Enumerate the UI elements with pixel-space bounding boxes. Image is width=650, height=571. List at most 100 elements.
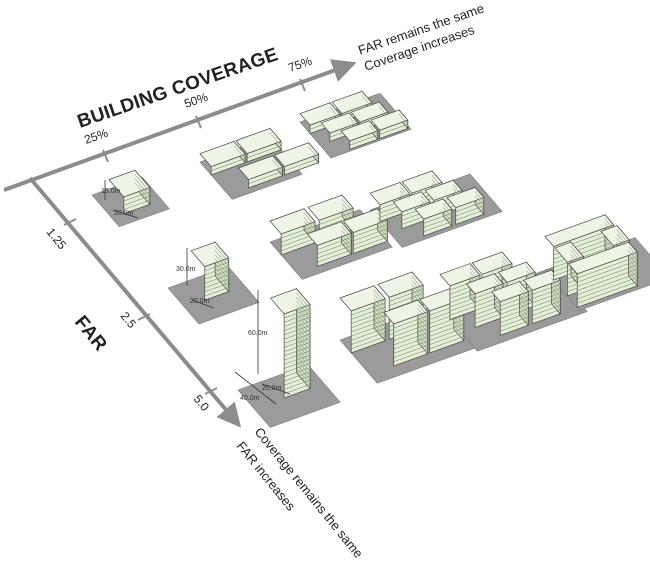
building-roof xyxy=(544,214,615,247)
building-roof xyxy=(383,299,429,325)
coverage-axis-title: BUILDING COVERAGE xyxy=(75,44,281,133)
floor-line xyxy=(319,203,354,229)
far-tick-label: 5.0 xyxy=(191,392,213,414)
floor-line xyxy=(500,310,529,332)
building-block xyxy=(269,287,311,399)
floor-line xyxy=(353,225,388,250)
floor-line xyxy=(577,271,638,304)
coverage-axis-line xyxy=(3,59,357,192)
floor-line xyxy=(284,334,311,361)
floor-line xyxy=(423,211,453,232)
floor-line xyxy=(248,159,283,184)
floor-line xyxy=(284,305,311,331)
floor-line xyxy=(500,294,529,315)
floor-line xyxy=(532,286,561,308)
far-tick-mark xyxy=(137,313,151,321)
floor-line xyxy=(429,324,465,349)
floor-line xyxy=(455,199,485,221)
coverage-tick-mark xyxy=(299,78,306,92)
building-block xyxy=(238,154,284,189)
floor-line xyxy=(393,304,429,329)
building-blocks xyxy=(108,90,638,399)
coverage-tick-label: 75% xyxy=(286,54,314,75)
floor-line xyxy=(393,329,429,354)
floor-line xyxy=(577,262,638,296)
far-tick-label: 2.5 xyxy=(118,309,140,331)
floor-line xyxy=(284,301,311,327)
floor-line xyxy=(123,178,151,206)
far-axis-note: Coverage remains the same xyxy=(252,424,366,560)
floor-line xyxy=(500,289,529,311)
far-tick-mark xyxy=(204,387,218,395)
floor-line xyxy=(317,234,352,259)
floor-line xyxy=(317,229,352,255)
floor-line xyxy=(123,174,151,202)
building-roof xyxy=(471,251,513,275)
building-roof xyxy=(392,191,431,213)
floor-line xyxy=(351,302,386,328)
floor-line xyxy=(351,314,386,341)
floor-line xyxy=(500,302,529,323)
floor-line xyxy=(429,320,465,345)
floor-line xyxy=(351,289,386,316)
building-roof xyxy=(340,120,379,142)
floor-line xyxy=(204,246,230,272)
building-block xyxy=(306,220,352,267)
floor-line xyxy=(284,292,311,319)
floor-line xyxy=(317,238,352,263)
building-block xyxy=(340,119,379,150)
floor-line xyxy=(532,282,561,304)
building-roof xyxy=(414,198,453,220)
floor-line xyxy=(379,114,409,135)
building-block xyxy=(108,169,151,215)
floor-line xyxy=(284,317,311,344)
floor-line xyxy=(532,295,561,316)
building-roof xyxy=(350,101,389,123)
dimension-label: 20.0m xyxy=(190,298,210,305)
building-block xyxy=(414,198,453,237)
building-roof xyxy=(370,109,409,131)
floor-line xyxy=(351,298,386,324)
floor-line xyxy=(500,285,529,307)
building-roof xyxy=(274,142,320,167)
floor-line xyxy=(284,326,311,352)
far-axis-line xyxy=(28,176,242,428)
floor-line xyxy=(284,368,311,394)
floor-line xyxy=(284,146,319,171)
floor-line xyxy=(393,308,429,333)
floor-line xyxy=(319,199,354,225)
floor-line xyxy=(281,212,316,239)
floor-line xyxy=(500,298,529,319)
floor-line xyxy=(351,310,386,337)
floor-line xyxy=(317,225,352,250)
floor-line xyxy=(204,250,230,276)
building-block xyxy=(567,241,638,308)
building-block xyxy=(383,299,429,367)
building-roof xyxy=(424,179,463,201)
building-roof xyxy=(235,127,282,155)
floor-line xyxy=(284,359,311,386)
building-roof xyxy=(497,261,536,283)
floor-line xyxy=(577,250,638,283)
building-roof xyxy=(554,241,584,263)
floor-line xyxy=(351,306,386,333)
floor-line xyxy=(284,330,311,357)
building-roof xyxy=(199,140,246,167)
floor-line xyxy=(393,333,429,358)
floor-line xyxy=(393,320,429,346)
building-roof xyxy=(190,241,230,268)
floor-line xyxy=(204,262,230,288)
floor-line xyxy=(284,351,311,378)
floor-line xyxy=(284,313,311,340)
building-roof xyxy=(342,208,388,233)
floor-line xyxy=(284,343,311,369)
floor-line xyxy=(281,216,316,243)
floor-line xyxy=(284,355,311,382)
floor-line xyxy=(429,316,465,341)
floor-line xyxy=(349,124,379,146)
building-roof xyxy=(307,194,354,221)
building-block xyxy=(274,141,320,176)
floor-line xyxy=(204,254,230,280)
building-block xyxy=(522,269,561,325)
building-roof xyxy=(320,112,359,134)
